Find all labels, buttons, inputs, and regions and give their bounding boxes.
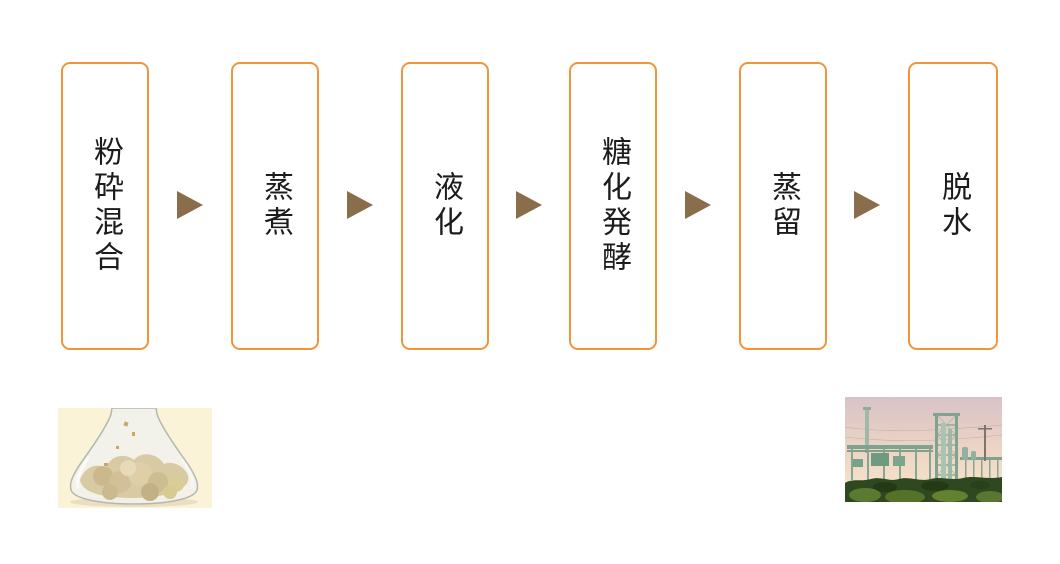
step-label: 粉砕混合	[89, 136, 122, 276]
step-box-liquefaction: 液化	[401, 62, 489, 350]
flow-arrow-icon	[347, 191, 373, 219]
step-box-saccharification-fermentation: 糖化発酵	[569, 62, 657, 350]
flow-arrow-icon	[685, 191, 711, 219]
flow-arrow-icon	[854, 191, 880, 219]
step-label: 蒸煮	[259, 171, 292, 241]
step-label: 蒸留	[767, 171, 800, 241]
step-box-dehydration: 脱水	[908, 62, 998, 350]
step-label: 糖化発酵	[597, 136, 630, 276]
step-box-distillation: 蒸留	[739, 62, 827, 350]
step-label: 液化	[429, 171, 462, 241]
step-box-milling-mixing: 粉砕混合	[61, 62, 149, 350]
flow-arrow-icon	[516, 191, 542, 219]
flow-arrow-icon	[177, 191, 203, 219]
ethanol-plant-photo	[845, 397, 1002, 502]
raw-material-flask-photo	[58, 408, 212, 508]
step-label: 脱水	[937, 171, 970, 241]
step-box-cooking: 蒸煮	[231, 62, 319, 350]
